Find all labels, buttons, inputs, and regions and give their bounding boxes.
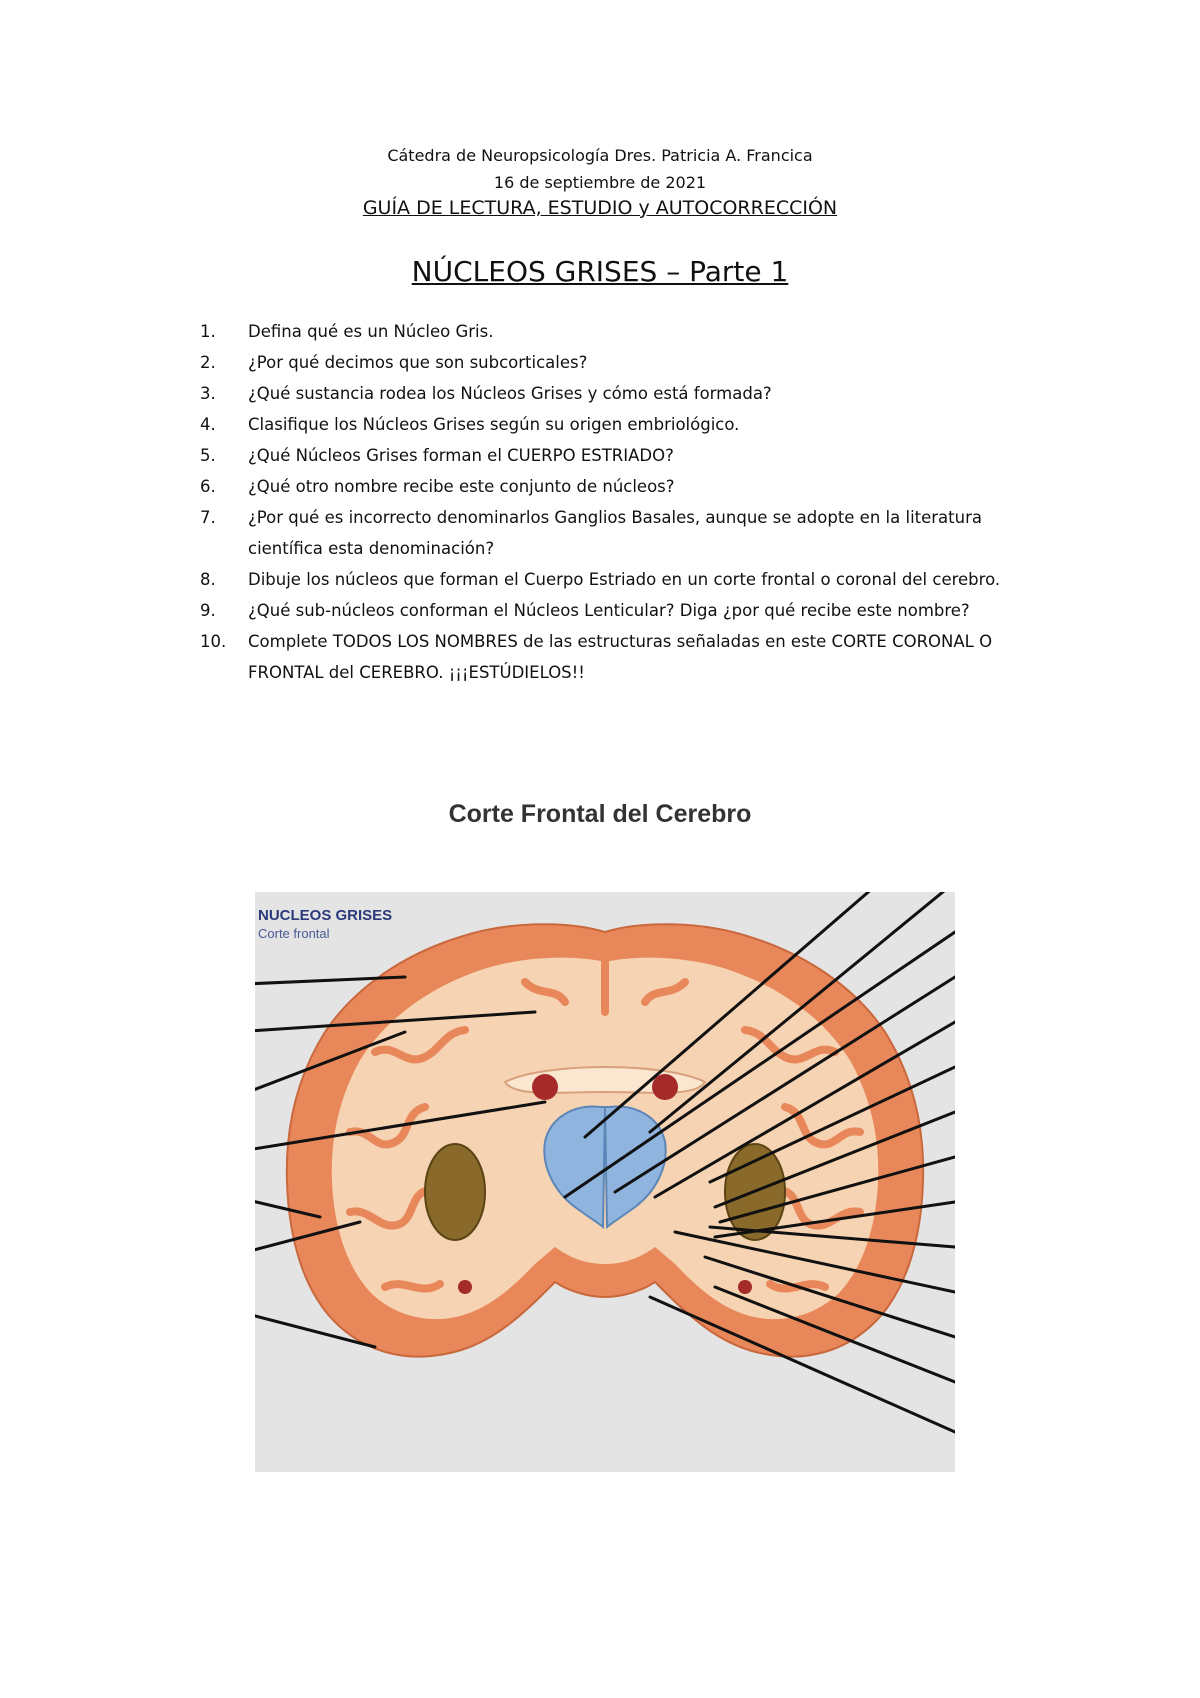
question-number: 2. — [200, 353, 216, 372]
brain-base-notch — [555, 1284, 655, 1472]
question-item: 9. ¿Qué sub-núcleos conforman el Núcleos … — [0, 595, 1200, 626]
figure-title: Corte Frontal del Cerebro — [448, 800, 752, 828]
question-text: ¿Qué sub-núcleos conforman el Núcleos Le… — [248, 601, 970, 620]
question-item: 1. Defina qué es un Núcleo Gris. — [0, 316, 1200, 347]
question-text: Clasifique los Núcleos Grises según su o… — [248, 415, 740, 434]
question-text: ¿Por qué es incorrecto denominarlos Gang… — [248, 508, 982, 558]
question-number: 7. — [200, 508, 216, 527]
pointer-lines — [255, 892, 955, 1434]
question-number: 8. — [200, 570, 216, 589]
question-item: 3. ¿Qué sustancia rodea los Núcleos Grise… — [0, 378, 1200, 409]
amygdala-right — [738, 1280, 752, 1294]
page-title: NÚCLEOS GRISES – Parte 1 — [411, 255, 789, 288]
question-text: ¿Por qué decimos que son subcorticales? — [248, 353, 588, 372]
caudate-left — [532, 1074, 558, 1100]
question-text: Complete TODOS LOS NOMBRES de las estruc… — [248, 632, 993, 682]
question-item: 4. Clasifique los Núcleos Grises según su… — [0, 409, 1200, 440]
amygdala-left — [458, 1280, 472, 1294]
question-number: 5. — [200, 446, 216, 465]
caudate-right — [652, 1074, 678, 1100]
figure-label-main: NUCLEOS GRISES — [258, 907, 393, 924]
figure-label-sub: Corte frontal — [258, 926, 330, 941]
question-number: 4. — [200, 415, 216, 434]
question-number: 6. — [200, 477, 216, 496]
header-institution: Cátedra de Neuropsicología Dres. Patrici… — [387, 146, 813, 165]
question-item: 7. ¿Por qué es incorrecto denominarlos Ga… — [0, 502, 1200, 564]
question-item: 8. Dibuje los núcleos que forman el Cuerp… — [0, 564, 1200, 595]
lateral-ventricles — [543, 1105, 667, 1230]
question-text: ¿Qué otro nombre recibe este conjunto de… — [248, 477, 675, 496]
question-number: 10. — [200, 632, 227, 651]
question-item: 2. ¿Por qué decimos que son subcorticales… — [0, 347, 1200, 378]
question-item: 5. ¿Qué Núcleos Grises forman el CUERPO E… — [0, 440, 1200, 471]
question-number: 9. — [200, 601, 216, 620]
question-text: ¿Qué Núcleos Grises forman el CUERPO EST… — [248, 446, 674, 465]
question-item: 6. ¿Qué otro nombre recibe este conjunto … — [0, 471, 1200, 502]
question-text: Dibuje los núcleos que forman el Cuerpo … — [248, 570, 1001, 589]
question-text: Defina qué es un Núcleo Gris. — [248, 322, 494, 341]
header-guide-title: GUÍA DE LECTURA, ESTUDIO y AUTOCORRECCIÓ… — [362, 197, 838, 219]
brain-coronal-section-figure — [255, 892, 955, 1472]
question-list: 1. Defina qué es un Núcleo Gris. 2. ¿Por q… — [0, 316, 1200, 688]
question-item: 10. Complete TODOS LOS NOMBRES de las est… — [0, 626, 1200, 688]
question-text: ¿Qué sustancia rodea los Núcleos Grises … — [248, 384, 772, 403]
header-date: 16 de septiembre de 2021 — [493, 173, 707, 192]
question-number: 3. — [200, 384, 216, 403]
lentiform-nucleus-left — [424, 1143, 486, 1241]
question-number: 1. — [200, 322, 216, 341]
